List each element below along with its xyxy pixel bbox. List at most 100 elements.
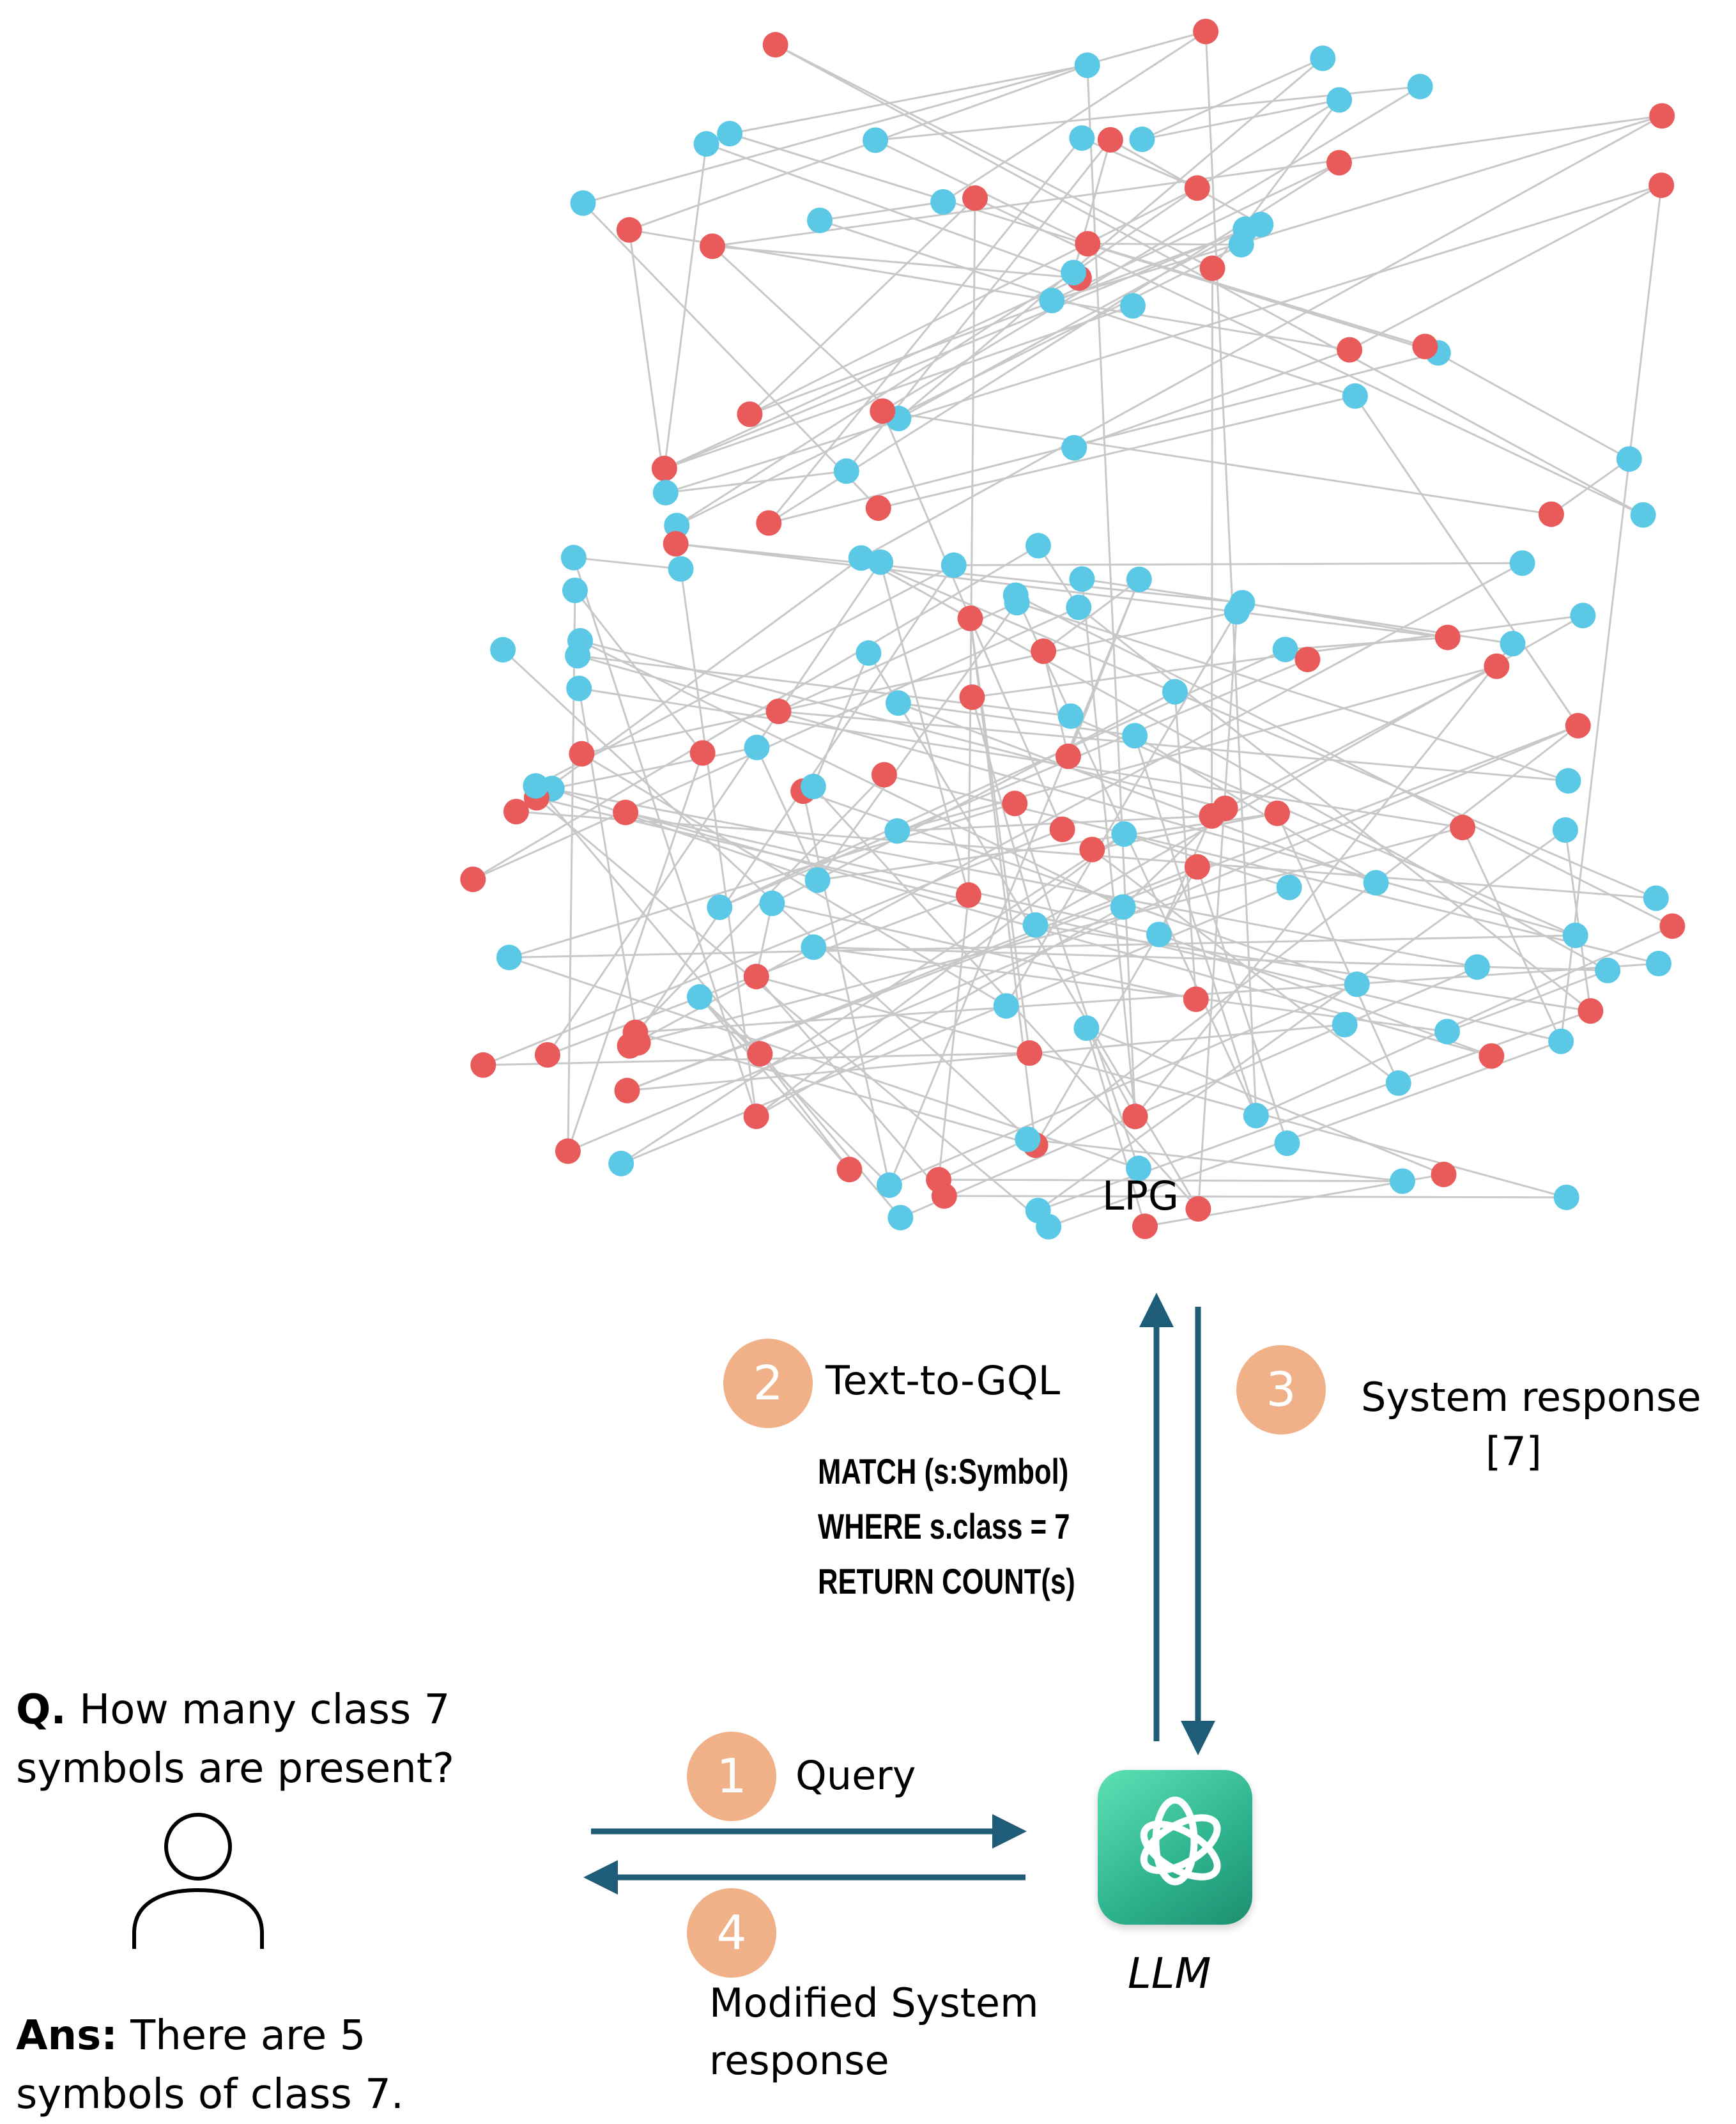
graph-node-blue xyxy=(1276,874,1302,900)
graph-node-red xyxy=(1122,1104,1148,1130)
graph-node-blue xyxy=(930,189,956,215)
graph-node-blue xyxy=(1025,532,1051,558)
graph-node-red xyxy=(870,398,896,424)
graph-node-red xyxy=(1578,998,1604,1024)
graph-edge xyxy=(879,562,970,896)
graph-edge xyxy=(629,564,955,1047)
lpg-graph xyxy=(460,19,1686,1240)
graph-edge xyxy=(629,64,1088,231)
graph-node-blue xyxy=(1126,566,1152,592)
graph-node-blue xyxy=(1562,922,1588,948)
graph-node-blue xyxy=(848,545,874,571)
graph-edge xyxy=(772,902,1197,1001)
graph-node-blue xyxy=(804,867,831,893)
graph-node-red xyxy=(743,964,769,990)
graph-node-blue xyxy=(1126,1155,1152,1181)
graph-node-blue xyxy=(570,190,596,216)
question-line-2: symbols are present? xyxy=(16,1745,454,1792)
graph-edge xyxy=(817,812,1278,881)
graph-edge xyxy=(755,976,945,1197)
graph-node-red xyxy=(1002,790,1028,817)
graph-node-blue xyxy=(1243,1102,1269,1128)
graph-node-blue xyxy=(1066,594,1092,620)
graph-node-blue xyxy=(1146,921,1172,948)
graph-node-red xyxy=(1017,1040,1043,1066)
graph-node-blue xyxy=(1389,1168,1415,1194)
graph-edge xyxy=(1085,1027,1146,1227)
graph-edge xyxy=(778,710,1569,782)
graph-edge xyxy=(1354,395,1579,727)
graph-edge xyxy=(898,702,1135,737)
graph-node-red xyxy=(1479,1043,1505,1069)
graph-node-blue xyxy=(1548,1028,1574,1054)
graph-node-red xyxy=(959,684,985,711)
graph-edge xyxy=(629,229,1350,351)
graph-node-red xyxy=(1079,836,1105,863)
graph-node-red xyxy=(1648,172,1675,198)
graph-edge xyxy=(953,562,1523,566)
graph-node-blue xyxy=(993,993,1019,1019)
graph-node-red xyxy=(663,530,689,557)
graph-node-blue xyxy=(884,818,910,844)
graph-edge xyxy=(711,245,900,420)
graph-edge xyxy=(1134,735,1377,884)
graph-edge xyxy=(516,557,862,813)
llm-logo-icon xyxy=(1098,1770,1252,1925)
graph-node-red xyxy=(1450,815,1476,841)
graph-node-blue xyxy=(1004,590,1030,616)
graph-edge xyxy=(1087,243,1425,348)
graph-node-red xyxy=(1183,986,1209,1012)
graph-node-red xyxy=(1294,647,1321,673)
graph-edge xyxy=(1134,643,1514,1118)
graph-edge xyxy=(1204,31,1257,1116)
graph-node-blue xyxy=(1074,52,1100,79)
step-3-badge: 3 xyxy=(1236,1345,1326,1435)
graph-edge xyxy=(638,826,1463,1044)
graph-edge xyxy=(729,64,1087,135)
graph-edge xyxy=(535,564,955,787)
graph-node-red xyxy=(765,698,792,725)
graph-node-red xyxy=(1264,800,1290,826)
graph-edge xyxy=(628,229,667,493)
graph-node-blue xyxy=(1129,127,1155,153)
graph-edge xyxy=(577,654,1071,718)
graph-node-red xyxy=(689,740,716,766)
graph-nodes xyxy=(460,19,1686,1240)
step-1-label: Query xyxy=(795,1752,916,1799)
graph-node-blue xyxy=(1122,723,1148,749)
graph-node-blue xyxy=(523,773,549,799)
graph-edge xyxy=(937,895,970,1180)
graph-node-blue xyxy=(744,734,770,760)
graph-edge xyxy=(1086,1027,1445,1176)
llm-label: LLM xyxy=(1128,1949,1211,1998)
graph-edge xyxy=(573,557,681,570)
graph-edge xyxy=(1141,57,1323,141)
step-4-line-2: response xyxy=(709,2037,889,2084)
graph-node-red xyxy=(1565,712,1591,739)
graph-node-red xyxy=(616,217,642,243)
graph-edge xyxy=(817,602,1018,881)
graph-edge xyxy=(1051,162,1340,302)
graph-node-blue xyxy=(664,512,690,539)
graph-edge xyxy=(676,243,1242,527)
graph-edge xyxy=(938,1138,1028,1181)
user-icon xyxy=(132,1813,264,1949)
graph-node-blue xyxy=(1061,435,1087,461)
step-4-badge: 4 xyxy=(687,1888,776,1978)
graph-node-blue xyxy=(1073,1015,1100,1042)
graph-node-red xyxy=(503,799,529,825)
graph-edge xyxy=(1034,725,1579,1146)
graph-node-blue xyxy=(1310,45,1336,72)
graph-node-red xyxy=(955,882,981,908)
graph-node-blue xyxy=(1326,87,1353,113)
graph-node-blue xyxy=(1646,950,1672,976)
graph-edge xyxy=(663,143,708,469)
graph-node-blue xyxy=(1272,636,1298,663)
graph-edge xyxy=(577,654,1576,937)
graph-node-red xyxy=(460,866,486,893)
graph-edge xyxy=(1015,594,1257,1116)
graph-node-blue xyxy=(1630,502,1656,528)
graph-edge xyxy=(889,983,1358,1187)
answer-line-1: There are 5 xyxy=(117,2012,366,2059)
graph-node-red xyxy=(569,741,595,767)
